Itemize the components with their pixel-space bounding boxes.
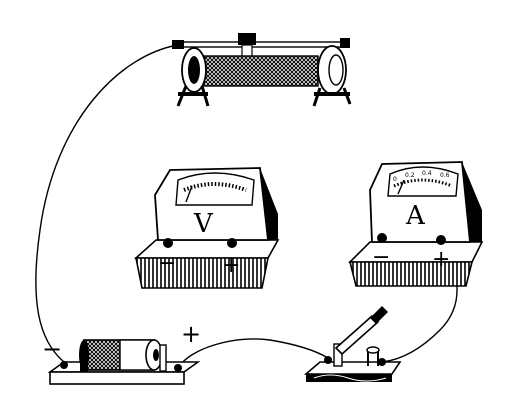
rheostat-right-terminal[interactable] xyxy=(340,38,350,48)
voltmeter-label: V xyxy=(193,209,214,239)
wire-battery-to-switch xyxy=(177,338,329,369)
voltmeter-positive-sign: + xyxy=(222,253,240,278)
battery-positive-sign: + xyxy=(181,320,201,348)
battery-negative-terminal[interactable] xyxy=(60,361,68,369)
voltmeter-dial xyxy=(175,172,255,206)
voltmeter-negative-terminal[interactable] xyxy=(163,238,173,248)
ammeter-label: A xyxy=(405,201,426,231)
voltmeter-base-hatch xyxy=(135,257,269,289)
rheostat-right-end xyxy=(312,45,352,107)
ammeter-positive-terminal[interactable] xyxy=(436,235,446,245)
voltmeter[interactable]: V − + xyxy=(133,167,280,289)
battery-positive-terminal[interactable] xyxy=(174,364,182,372)
voltmeter-negative-sign: − xyxy=(158,251,176,276)
ammeter-scale-1: 0.2 xyxy=(405,172,415,179)
switch-right-terminal[interactable] xyxy=(378,358,386,366)
ammeter[interactable]: 0 0.2 0.4 0.6 A − + xyxy=(348,161,484,287)
rheostat-coil xyxy=(199,55,319,87)
ammeter-needle xyxy=(397,179,405,195)
battery-negative-sign: − xyxy=(42,335,62,363)
ammeter-scale-3: 0.6 xyxy=(440,172,450,179)
voltmeter-needle xyxy=(185,185,193,203)
ammeter-positive-sign: + xyxy=(432,247,450,272)
switch-left-terminal[interactable] xyxy=(324,356,332,364)
ammeter-negative-sign: − xyxy=(372,245,390,270)
ammeter-base-hatch xyxy=(348,261,474,287)
rheostat-left-terminal[interactable] xyxy=(172,40,184,49)
rheostat[interactable] xyxy=(172,33,352,107)
voltmeter-positive-terminal[interactable] xyxy=(227,238,237,248)
rheostat-left-end xyxy=(176,47,210,107)
ammeter-dial xyxy=(387,166,459,197)
wire-rheostat-to-battery xyxy=(35,44,179,363)
knife-switch[interactable] xyxy=(303,306,402,382)
battery[interactable]: − + xyxy=(42,320,201,385)
switch-handle[interactable] xyxy=(370,306,388,324)
ammeter-scale-2: 0.4 xyxy=(422,170,432,177)
ammeter-negative-terminal[interactable] xyxy=(377,233,387,243)
ammeter-scale-0: 0 xyxy=(393,176,397,183)
